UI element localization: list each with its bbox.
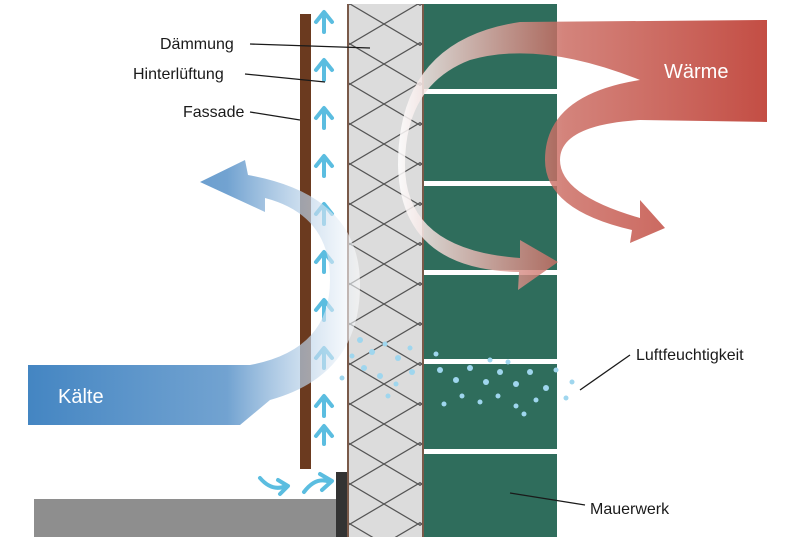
label-waerme: Wärme — [664, 61, 728, 83]
ground-slab — [34, 499, 340, 537]
label-daemmung: Dämmung — [160, 36, 234, 53]
facade-board — [300, 14, 311, 469]
insulation-layer — [347, 4, 424, 537]
base-rail — [336, 472, 348, 537]
label-hinterlueftung: Hinterlüftung — [133, 66, 224, 83]
label-fassade: Fassade — [183, 104, 244, 121]
moisture-drops — [339, 337, 575, 417]
label-luftfeuchtigkeit: Luftfeuchtigkeit — [636, 347, 744, 364]
label-mauerwerk: Mauerwerk — [590, 501, 670, 518]
leader-lines — [244, 43, 631, 506]
cold-flow-arrow — [28, 160, 360, 425]
label-kaelte: Kälte — [58, 386, 104, 408]
ventilation-arrows — [258, 10, 334, 496]
warm-flow-arrow — [398, 20, 767, 290]
